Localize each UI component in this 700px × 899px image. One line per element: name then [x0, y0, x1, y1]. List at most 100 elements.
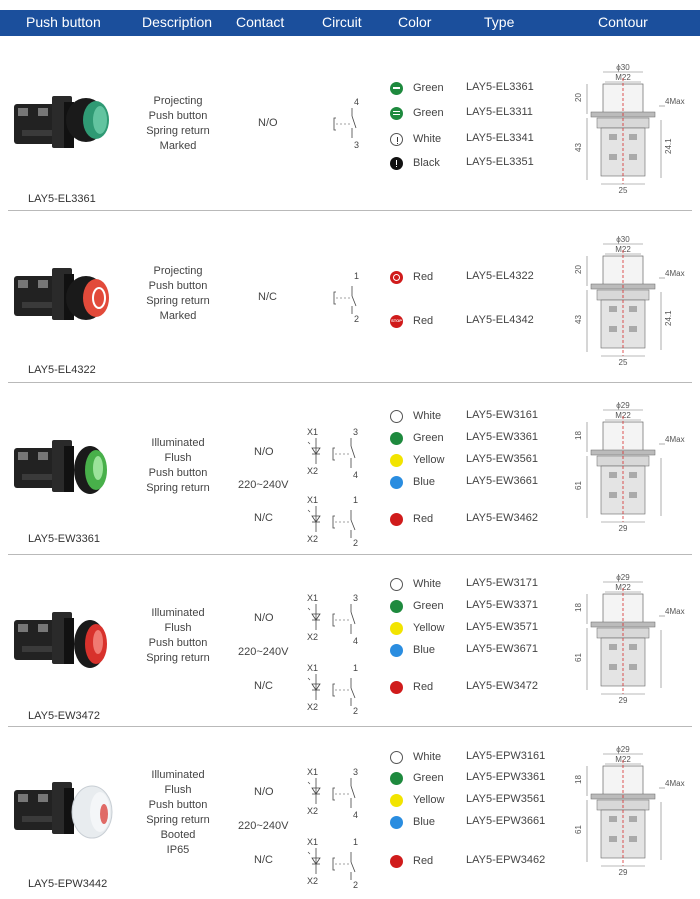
header-color: Color [398, 14, 432, 30]
description-line: Marked [159, 140, 197, 152]
type-code: LAY5-EPW3661 [466, 815, 546, 827]
svg-text:ϕ29: ϕ29 [616, 573, 630, 582]
svg-text:4: 4 [353, 810, 358, 820]
color-option: White [390, 576, 473, 592]
svg-text:25: 25 [619, 358, 628, 367]
row-divider [8, 554, 692, 555]
contact-type: N/O [258, 117, 278, 129]
color-name: Green [413, 107, 444, 119]
svg-text:X1: X1 [307, 837, 318, 847]
contour-drawing: ϕ30 M22 20 43 4Max 24.1 25 [565, 60, 690, 200]
svg-text:M22: M22 [615, 755, 631, 764]
svg-text:3: 3 [354, 140, 359, 150]
svg-text:20: 20 [574, 265, 583, 274]
color-option: Black [390, 155, 473, 171]
type-code: LAY5-EW3671 [466, 643, 538, 655]
svg-text:M22: M22 [615, 411, 631, 420]
color-swatch-icon [390, 750, 403, 764]
color-option: White [390, 749, 473, 765]
color-swatch-icon [390, 106, 403, 120]
type-code: LAY5-EW3472 [466, 680, 538, 692]
row-divider [8, 726, 692, 727]
description-line: Marked [159, 310, 197, 322]
type-code: LAY5-EL4342 [466, 314, 534, 326]
svg-text:4Max: 4Max [665, 779, 685, 788]
type-code: LAY5-EW3561 [466, 453, 538, 465]
header-contact: Contact [236, 14, 285, 30]
color-name: Blue [413, 476, 436, 488]
svg-text:43: 43 [574, 143, 583, 152]
color-name: White [413, 751, 442, 763]
model-label: LAY5-EPW3442 [28, 878, 108, 890]
color-name: Yellow [413, 454, 445, 466]
color-name: Red [413, 513, 434, 525]
color-swatch-icon [390, 793, 403, 807]
color-option: Yellow [390, 620, 473, 636]
svg-text:2: 2 [353, 706, 358, 716]
row-divider [8, 382, 692, 383]
color-option: White [390, 131, 473, 147]
push-button-photo [8, 754, 120, 854]
contact-type: N/C [254, 512, 273, 524]
circuit-diagram: X1 X2 1 2 [303, 836, 363, 896]
svg-text:1: 1 [354, 271, 359, 281]
type-code: LAY5-EL3311 [466, 106, 533, 118]
model-label: LAY5-EW3361 [28, 533, 100, 545]
description-line: Projecting [153, 265, 203, 277]
color-swatch-icon [390, 453, 403, 467]
description-line: Flush [164, 784, 192, 796]
svg-text:4Max: 4Max [665, 607, 685, 616]
description-line: Push button [148, 467, 208, 479]
svg-text:4: 4 [354, 97, 359, 107]
color-name: White [413, 410, 442, 422]
color-name: Green [413, 772, 444, 784]
color-name: Red [413, 855, 434, 867]
color-swatch-icon [390, 643, 403, 657]
color-name: Yellow [413, 794, 445, 806]
color-swatch-icon [390, 621, 403, 635]
contact-type: N/C [258, 291, 277, 303]
svg-text:1: 1 [353, 663, 358, 673]
svg-text:ϕ29: ϕ29 [616, 401, 630, 410]
svg-text:4Max: 4Max [665, 269, 685, 278]
voltage: 220~240V [238, 646, 289, 658]
color-name: Blue [413, 816, 436, 828]
svg-text:ϕ30: ϕ30 [616, 235, 630, 244]
color-swatch-icon [390, 270, 403, 284]
svg-text:3: 3 [353, 427, 358, 437]
svg-text:M22: M22 [615, 583, 631, 592]
model-label: LAY5-EW3472 [28, 710, 100, 722]
color-swatch-icon [390, 771, 403, 785]
svg-text:ϕ29: ϕ29 [616, 745, 630, 754]
svg-text:1: 1 [353, 495, 358, 505]
type-code: LAY5-EW3361 [466, 431, 538, 443]
color-name: Red [413, 271, 434, 283]
color-swatch-icon [390, 81, 403, 95]
color-name: Red [413, 315, 434, 327]
color-name: Green [413, 82, 444, 94]
svg-text:24.1: 24.1 [664, 138, 673, 154]
type-code: LAY5-EL3361 [466, 81, 534, 93]
push-button-photo [8, 412, 120, 512]
color-swatch-icon [390, 409, 403, 423]
header-circuit: Circuit [322, 14, 362, 30]
color-swatch-icon: STOP [390, 314, 403, 328]
type-code: LAY5-EW3571 [466, 621, 538, 633]
color-name: Yellow [413, 622, 445, 634]
table-header: Push button Description Contact Circuit … [0, 10, 700, 36]
contact-type: N/O [254, 612, 274, 624]
description-line: Projecting [153, 95, 203, 107]
description-line: Push button [148, 637, 208, 649]
type-code: LAY5-EPW3161 [466, 750, 546, 762]
circuit-diagram: X1 X2 3 4 [303, 426, 363, 486]
color-swatch-icon [390, 431, 403, 445]
